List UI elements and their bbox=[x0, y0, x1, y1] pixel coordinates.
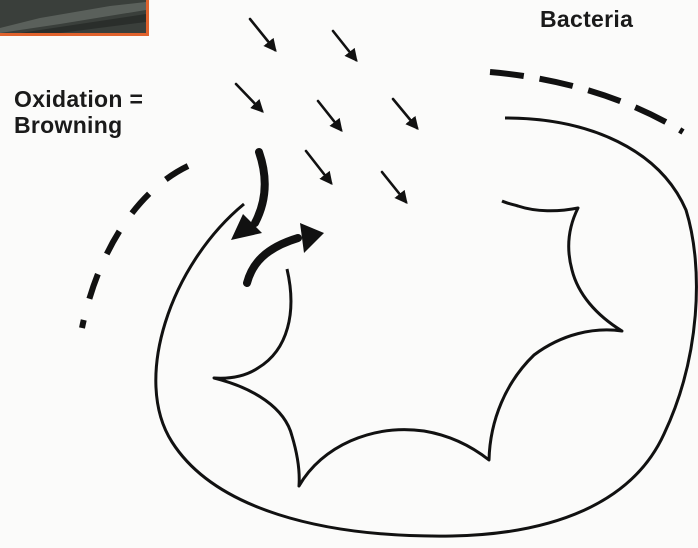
oxidation-label-line2: Browning bbox=[14, 112, 143, 138]
dashed-skin-lines bbox=[82, 72, 683, 328]
oxygen-arrow bbox=[318, 101, 341, 130]
oxidation-label: Oxidation = Browning bbox=[14, 86, 143, 139]
apple-outline bbox=[156, 118, 697, 536]
oxygen-arrow bbox=[333, 31, 356, 60]
oxygen-arrow bbox=[236, 84, 262, 111]
oxygen-arrow bbox=[382, 172, 406, 202]
dashed-arc-top-right bbox=[490, 72, 683, 132]
oxygen-arrow bbox=[250, 19, 275, 50]
bacteria-label: Bacteria bbox=[540, 6, 633, 32]
oxygen-arrow bbox=[306, 151, 331, 183]
oxygen-arrow bbox=[393, 99, 417, 128]
corner-photo-fragment bbox=[0, 0, 149, 36]
bold-arrow-in bbox=[231, 152, 265, 240]
oxidation-label-line1: Oxidation = bbox=[14, 86, 143, 112]
